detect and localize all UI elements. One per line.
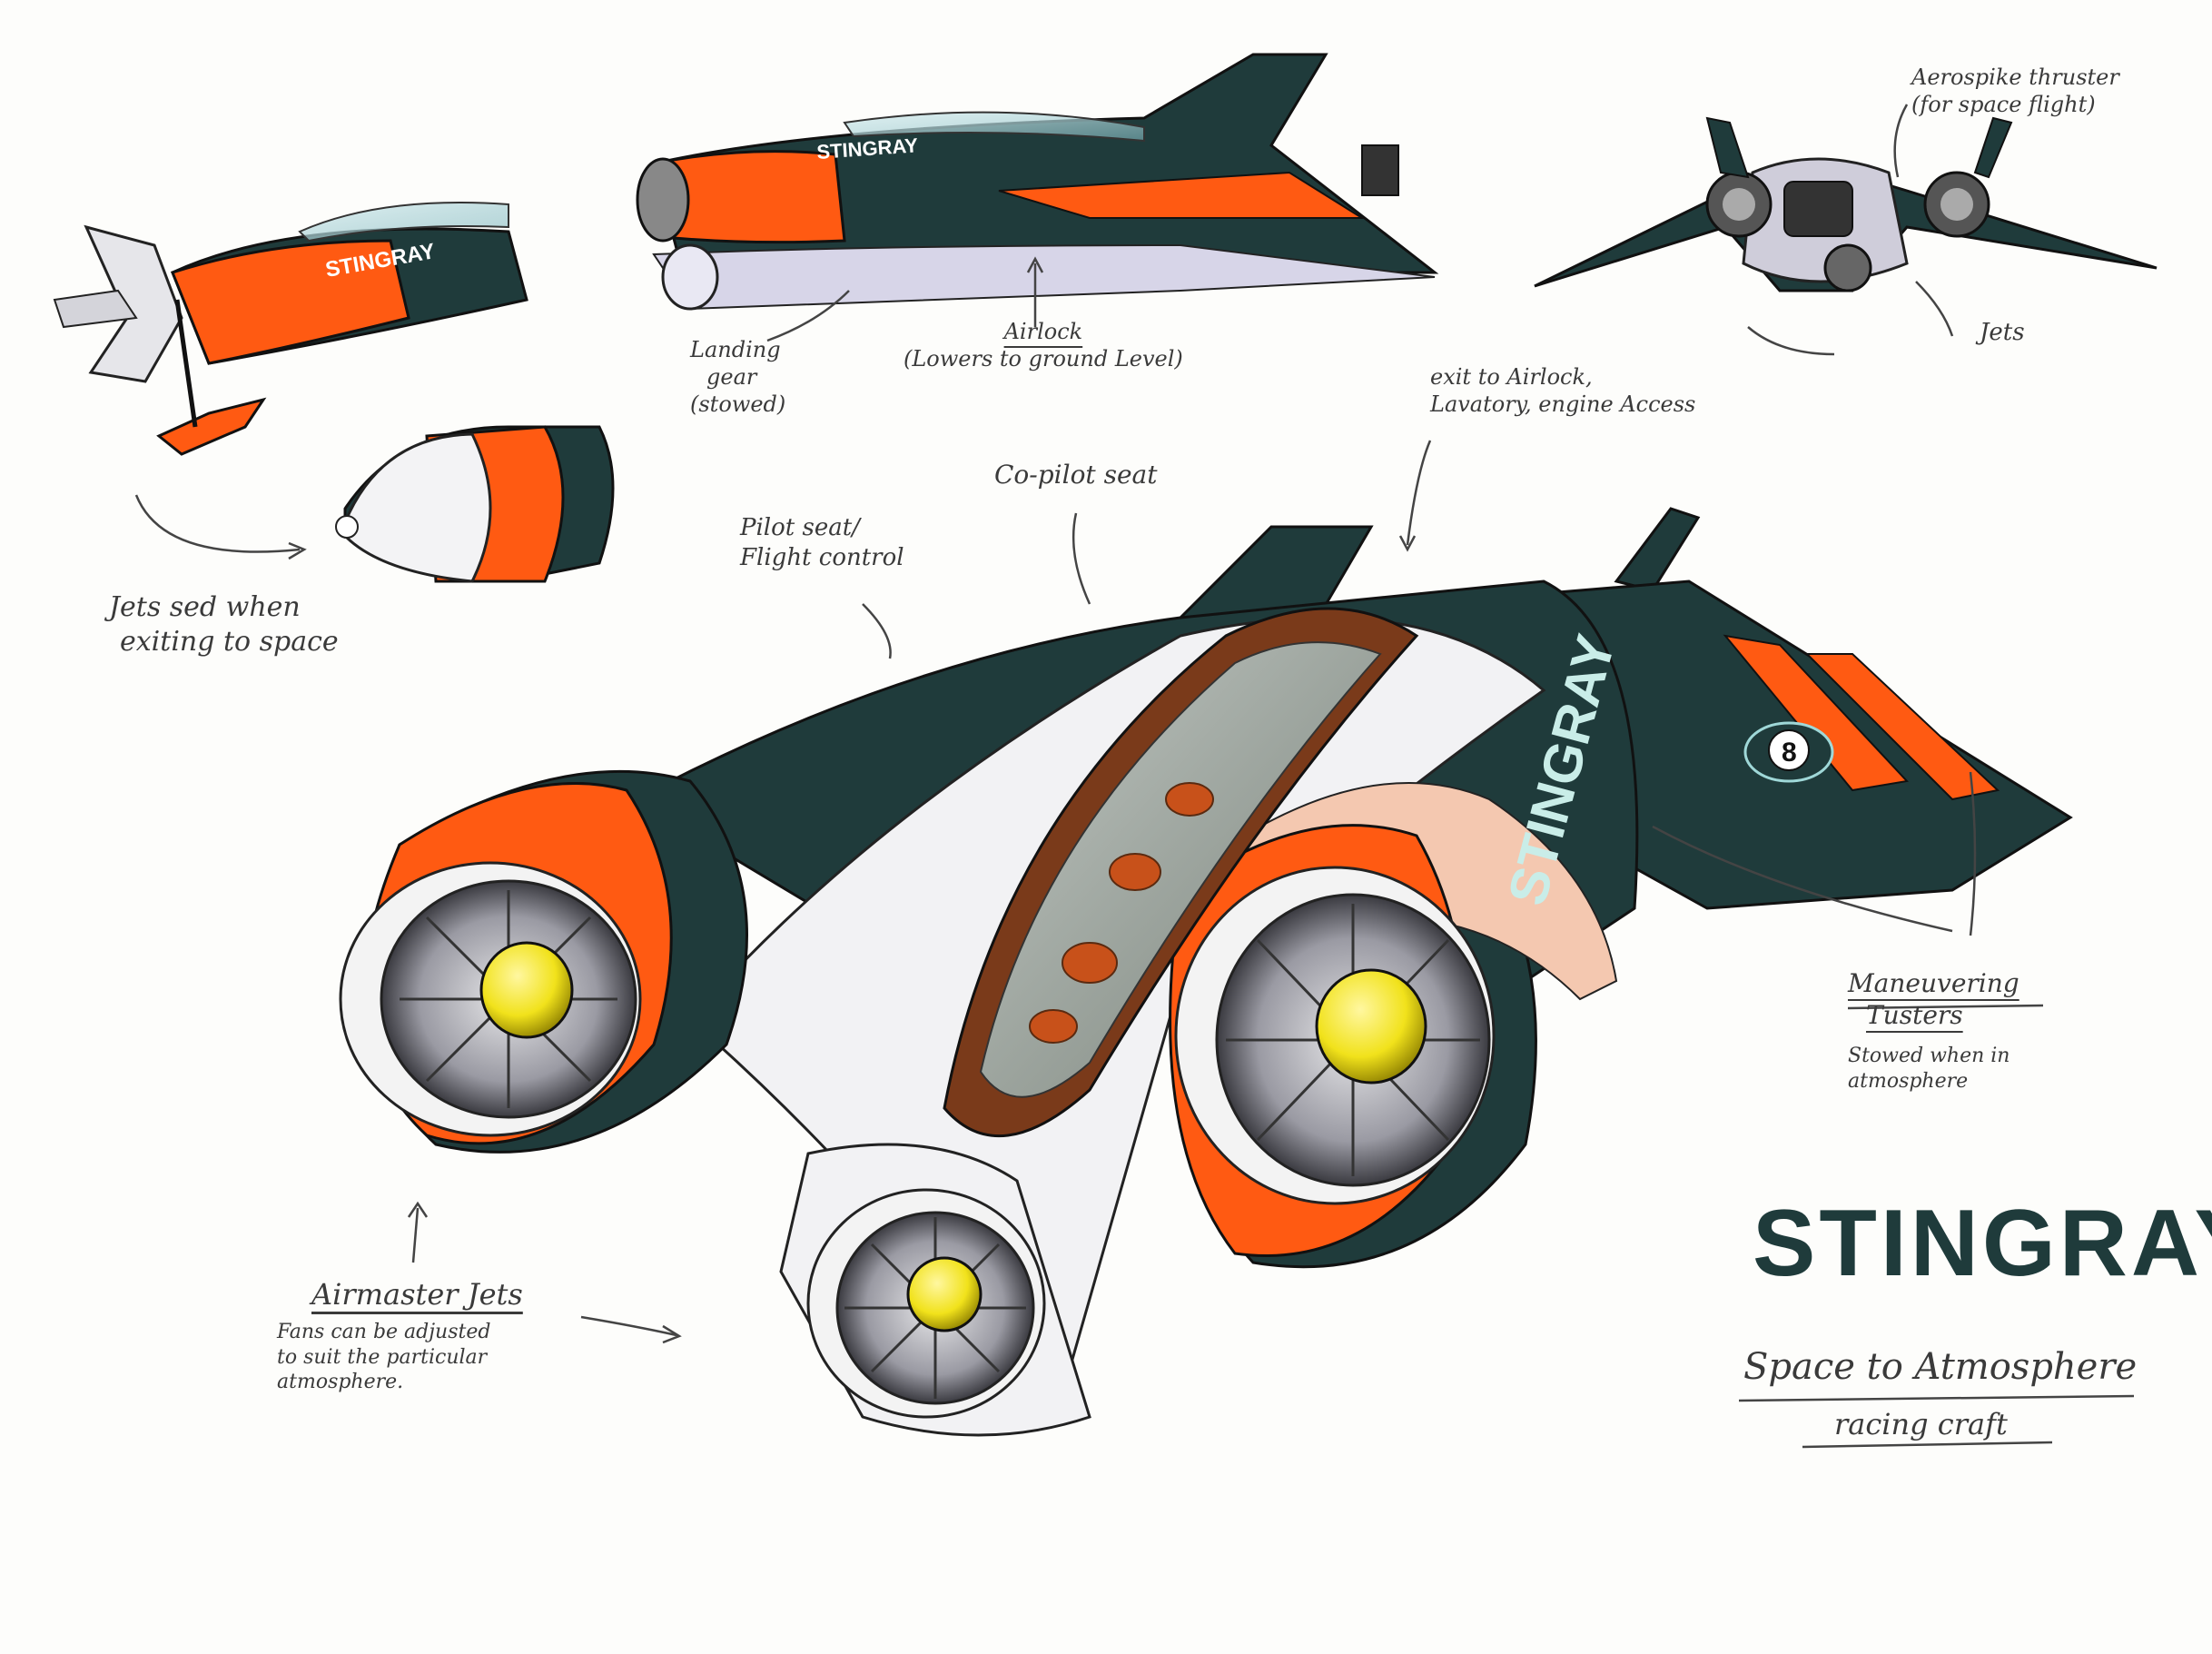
note-pilot: Pilot seat/ Flight control (740, 514, 904, 571)
note-jets-front: Jets (1980, 319, 2025, 346)
note-copilot: Co-pilot seat (994, 460, 1158, 490)
side-view-large: STINGRAY (636, 53, 1439, 311)
note-jets-sealed: Jets sed when exiting to space (109, 591, 339, 658)
subtitle-line-2: racing craft (1834, 1407, 2008, 1441)
sealed-jet-cone (335, 425, 615, 583)
front-view (1534, 116, 2158, 292)
race-number-badge: 8 (1782, 738, 1797, 768)
note-maneuvering: Maneuvering Tusters Stowed when in atmos… (1848, 968, 2019, 1093)
note-landing-gear: Landing gear (stowed) (690, 337, 786, 417)
note-aerospike: Aerospike thruster (for space flight) (1911, 64, 2119, 117)
note-airlock: Airlock (Lowers to ground Level) (904, 319, 1183, 371)
subtitle-line-1: Space to Atmosphere (1743, 1346, 2138, 1388)
title-underlines (1738, 1004, 2135, 1449)
side-view-small: STINGRAY (53, 202, 528, 456)
annotation-arrows (134, 104, 1977, 1344)
page-title: STINGRAY (1753, 1191, 2212, 1296)
note-exit-airlock: exit to Airlock, Lavatory, engine Access (1430, 364, 1696, 417)
main-three-quarter-view: 8 (339, 507, 2073, 1437)
note-airmaster: Airmaster Jets Fans can be adjusted to s… (277, 1277, 523, 1393)
